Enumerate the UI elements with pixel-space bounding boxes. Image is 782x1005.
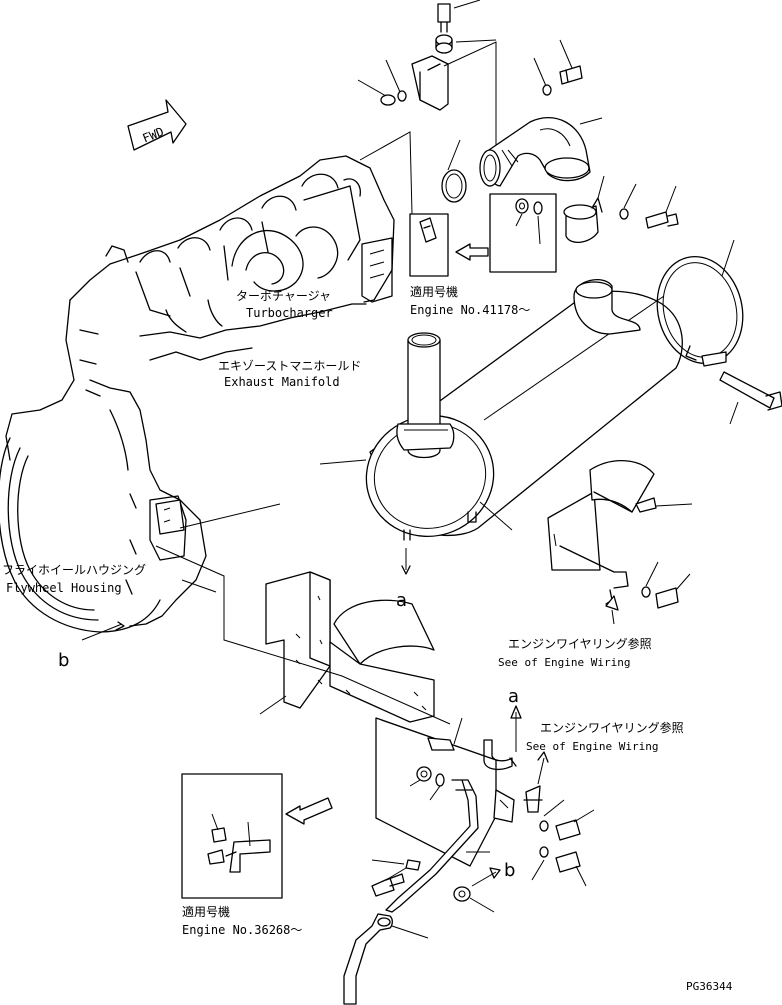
reference-arrows — [471, 705, 522, 887]
flywheel-housing-label-en: Flywheel Housing — [6, 581, 122, 595]
flywheel-housing-label-jp: フライホイールハウジング — [2, 563, 146, 577]
applicability-en-2: Engine No.36268～ — [182, 923, 302, 937]
labels: ターボチャージャ Turbocharger エキゾーストマニホールド Exhau… — [2, 289, 733, 993]
flange-bolt — [533, 39, 583, 96]
top-bracket-assembly — [357, 0, 497, 160]
inset-box-lower: 適用号機 Engine No.36268～ — [181, 773, 333, 937]
applicability-jp-2: 適用号機 — [182, 904, 230, 919]
exhaust-manifold-label-jp: エキゾーストマニホールド — [218, 359, 361, 373]
exhaust-elbow — [479, 117, 603, 187]
muffler-band — [656, 239, 782, 425]
turbocharger-label-en: Turbocharger — [246, 306, 333, 320]
engine-wiring-label-jp-2: エンジンワイヤリング参照 — [540, 720, 684, 735]
engine-wiring-label-jp-1: エンジンワイヤリング参照 — [508, 636, 652, 651]
engine-block — [5, 131, 413, 627]
inset-box-upper: 適用号機 Engine No.41178～ — [409, 193, 557, 317]
muffler — [319, 279, 683, 575]
muffler-bracket-right — [547, 459, 693, 625]
flywheel-housing — [0, 437, 187, 633]
applicability-en-1: Engine No.41178～ — [410, 303, 530, 317]
muffler-bracket-lower — [259, 571, 435, 723]
ref-b-pipe: b — [504, 860, 515, 881]
exhaust-manifold-label-en: Exhaust Manifold — [224, 375, 340, 389]
gasket — [441, 139, 467, 203]
engine-wiring-label-en-1: See of Engine Wiring — [498, 656, 630, 669]
ref-a-muffler: a — [396, 590, 407, 611]
fwd-arrow-icon: FWD — [127, 99, 187, 151]
leader-lines — [81, 503, 451, 725]
drain-pipe-assembly — [343, 717, 595, 1005]
drawing-code: PG36344 — [686, 980, 733, 993]
ref-b-flywheel: b — [58, 650, 69, 671]
applicability-jp-1: 適用号機 — [410, 284, 458, 299]
turbocharger-label-jp: ターボチャージャ — [236, 289, 331, 303]
clamp — [563, 175, 679, 243]
ref-a-pipe: a — [508, 686, 519, 707]
engine-wiring-label-en-2: See of Engine Wiring — [526, 740, 658, 753]
